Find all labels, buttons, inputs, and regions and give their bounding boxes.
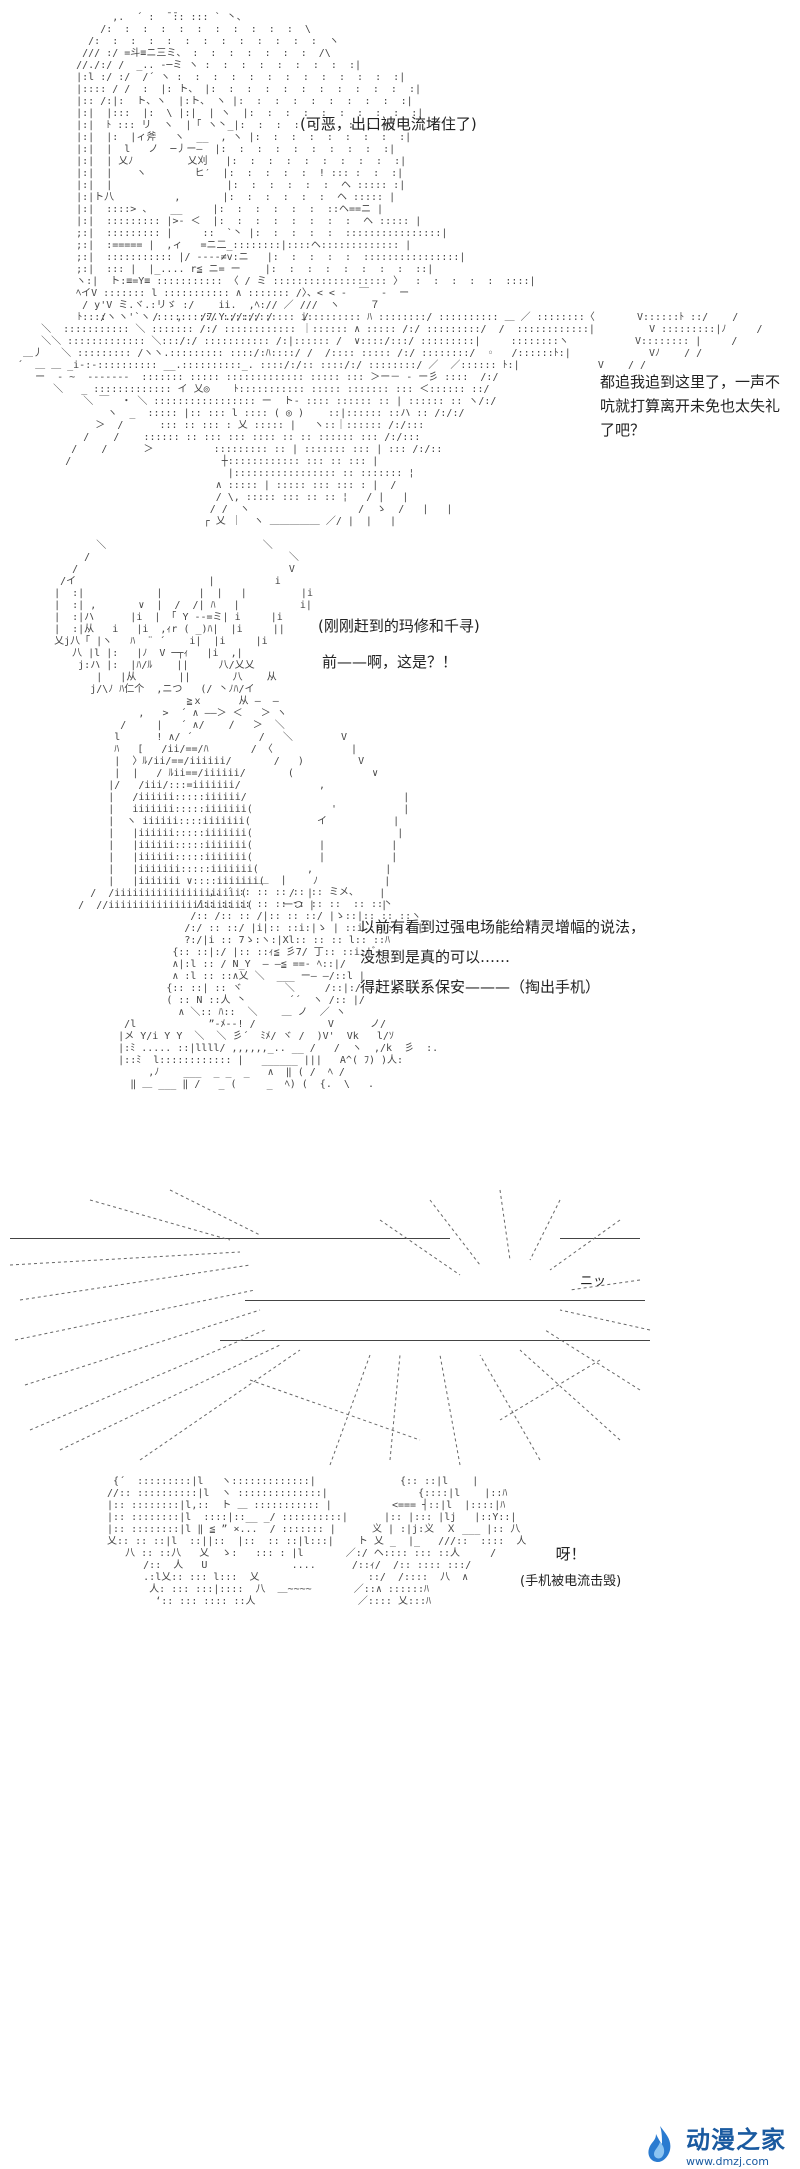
mid-line [245,1300,645,1301]
flame-logo-icon [648,2126,671,2162]
dialog-line: 呀！ [555,1545,586,1563]
panel-2: ﾄ::::ヽ `ヽ :::::::::/ :::::::::::: i:::::… [0,300,800,540]
dialog-line: 吭就打算离开未免也太失礼 [600,397,781,415]
dialog-line: (可恶，出口被电流堵住了) [300,115,477,133]
ascii-art-figure-1: ,. ´ : ̄ ̄:: ::: ` 丶、 /: : : : : : : : :… [76,12,536,323]
panel-1: ,. ´ : ̄ ̄:: ::: ` 丶、 /: : : : : : : : :… [0,0,800,323]
sfx-text: ニッ [580,1274,607,1289]
panel-2-dialog: 都追我追到这里了，一声不 吭就打算离开未免也太失礼 了吧？ [600,370,780,442]
electric-burst [9,1189,651,1466]
panel-4: ＿＿＿ | ,. ´ :: :: :: :: :: ミメ、 /:: :: :: … [0,860,800,1180]
panel-5: ニッ [0,1180,800,1470]
top-line [10,1238,450,1239]
dialog-line: 得赶紧联系保安———（掏出手机） [360,978,601,996]
panel-6-dialog: 呀！ (手机被电流击毁) [520,1540,621,1596]
dialog-line: (手机被电流击毁) [520,1574,622,1589]
dialog-line: 没想到是真的可以…… [360,948,511,966]
dialog-line: (刚刚赶到的玛修和千寻) [318,617,480,635]
panel-3: ＼ ＼ / ＼ / V /イ | i | :| | | | | [0,540,800,911]
panel-5-sfx: ニッ [580,1268,606,1296]
dialog-line: 以前有看到过强电场能给精灵增幅的说法， [360,918,646,936]
panel-4-dialog: 以前有看到过强电场能给精灵增幅的说法， 没想到是真的可以…… 得赶紧联系保安——… [360,912,645,1002]
panel-1-dialog: (可恶，出口被电流堵住了) [300,110,477,138]
low-line [220,1340,650,1341]
watermark-url: www.dmzj.com [686,2155,769,2168]
ascii-art-figure-2: ﾄ::::ヽ `ヽ :::::::::/ :::::::::::: i:::::… [17,312,763,527]
panel-6: {´ :::::::::|l ヽ:::::::::::::| {:: ::|l … [0,1470,800,1610]
dialog-line: 都追我追到这里了，一声不 [600,373,781,391]
watermark-name: 动漫之家 [686,2126,786,2154]
dialog-line: 了吧？ [600,421,646,439]
panel-3-dialog: (刚刚赶到的玛修和千寻) 前——啊，这是？！ [318,608,480,680]
dialog-line: 前——啊，这是？！ [322,653,458,671]
ascii-art-figure-4: ＿＿＿ | ,. ´ :: :: :: :: :: ミメ、 /:: :: :: … [118,875,439,1090]
watermark: 动漫之家 www.dmzj.com [640,2120,786,2168]
ascii-art-figure-6: {´ :::::::::|l ヽ:::::::::::::| {:: ::|l … [107,1476,527,1607]
ascii-art-figure-3: ＼ ＼ / ＼ / V /イ | i | :| | | | | [54,540,410,911]
top-line-right [560,1238,640,1239]
